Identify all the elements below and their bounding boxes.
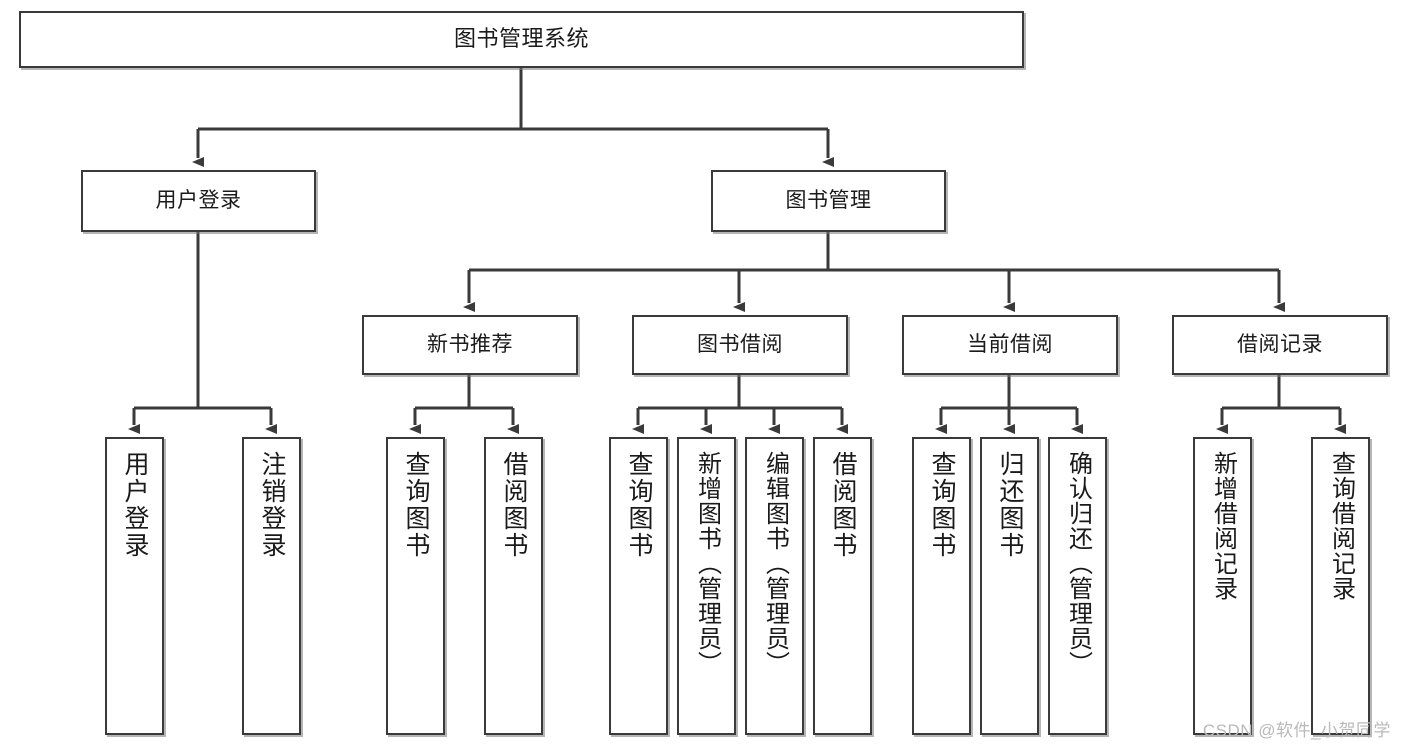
node-current-borrowing[interactable]: 当前借阅 xyxy=(902,315,1118,375)
node-label: 新书推荐 xyxy=(427,333,513,357)
node-leaf-confirm-return[interactable]: 确认归还（管理员） xyxy=(1048,437,1107,735)
node-root-system[interactable]: 图书管理系统 xyxy=(19,11,1024,68)
node-leaf-query-book-1[interactable]: 查询图书 xyxy=(386,437,445,735)
node-label: 查询图书 xyxy=(928,451,956,559)
node-label: 查询图书 xyxy=(402,451,430,559)
node-label: 当前借阅 xyxy=(967,333,1053,357)
node-leaf-add-book[interactable]: 新增图书（管理员） xyxy=(677,437,736,735)
node-leaf-return-book[interactable]: 归还图书 xyxy=(980,437,1039,735)
node-label: 图书管理 xyxy=(785,189,872,213)
node-label: 查询图书 xyxy=(625,451,653,559)
node-label: 新增借阅记录 xyxy=(1209,451,1237,601)
node-leaf-query-book-3[interactable]: 查询图书 xyxy=(912,437,971,735)
node-book-management[interactable]: 图书管理 xyxy=(711,170,946,232)
node-label: 查询借阅记录 xyxy=(1327,451,1355,601)
csdn-watermark: CSDN @软件_小贺同学 xyxy=(1202,721,1391,740)
node-new-book-recommendation[interactable]: 新书推荐 xyxy=(362,315,578,375)
node-label: 确认归还（管理员） xyxy=(1064,451,1092,676)
node-leaf-query-book-2[interactable]: 查询图书 xyxy=(609,437,668,735)
node-leaf-user-login[interactable]: 用户登录 xyxy=(105,437,164,735)
node-label: 用户登录 xyxy=(121,451,149,559)
node-label: 注销登录 xyxy=(258,451,286,559)
node-leaf-add-borrow-record[interactable]: 新增借阅记录 xyxy=(1193,437,1252,735)
node-leaf-user-logout[interactable]: 注销登录 xyxy=(242,437,301,735)
node-label: 编辑图书（管理员） xyxy=(761,451,789,676)
node-label: 图书借阅 xyxy=(697,333,783,357)
node-leaf-query-borrow-record[interactable]: 查询借阅记录 xyxy=(1311,437,1370,735)
node-book-borrowing[interactable]: 图书借阅 xyxy=(632,315,848,375)
node-borrowing-record[interactable]: 借阅记录 xyxy=(1172,315,1388,375)
node-label: 新增图书（管理员） xyxy=(693,451,721,676)
node-label: 借阅图书 xyxy=(829,451,857,559)
node-label: 用户登录 xyxy=(155,189,242,213)
node-user-login[interactable]: 用户登录 xyxy=(81,170,316,232)
node-label: 借阅记录 xyxy=(1237,333,1323,357)
node-label: 图书管理系统 xyxy=(453,26,589,52)
node-leaf-borrow-book-2[interactable]: 借阅图书 xyxy=(813,437,872,735)
node-leaf-edit-book[interactable]: 编辑图书（管理员） xyxy=(745,437,804,735)
node-label: 归还图书 xyxy=(996,451,1024,559)
node-leaf-borrow-book-1[interactable]: 借阅图书 xyxy=(484,437,543,735)
node-label: 借阅图书 xyxy=(500,451,528,559)
